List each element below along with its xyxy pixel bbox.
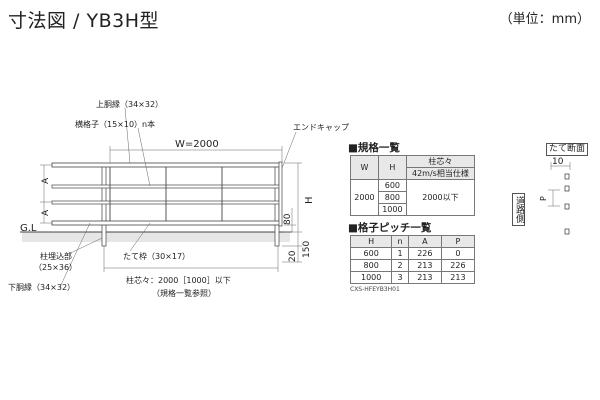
- label-80: 80: [283, 213, 293, 225]
- spec-h-value: 600: [377, 179, 407, 192]
- ground-fill: [22, 232, 290, 242]
- spec-post-value: 2000以下: [405, 179, 476, 216]
- section-rail-2: [564, 185, 570, 192]
- section-rail-1: [564, 173, 570, 180]
- label-top-rail: 上胴縁（34×32）: [96, 99, 163, 109]
- section-p: P: [539, 196, 548, 201]
- label-h: H: [304, 196, 315, 204]
- pitch-title: ■格子ピッチ一覧: [348, 222, 432, 234]
- label-vertical-frame: たて枠（30×17）: [123, 251, 190, 261]
- section-rail-4: [564, 228, 570, 235]
- post-right: [274, 163, 280, 247]
- label-gl: G.L: [20, 223, 37, 234]
- label-20: 20: [288, 250, 298, 262]
- post-left: [101, 163, 107, 247]
- pitch-header: A: [407, 235, 442, 248]
- label-bottom-rail: 下胴縁（34×32）: [8, 282, 75, 292]
- spec-table: W H 柱芯々 42m/s相当仕様 2000 600 2000以下 800 10…: [350, 155, 476, 216]
- pitch-header: H: [349, 235, 393, 248]
- bottom-rail: [51, 220, 281, 226]
- table-row: 1000 3 213 213: [349, 271, 476, 284]
- section-dim-10: 10: [552, 157, 564, 167]
- section-title: たて断面: [546, 143, 589, 156]
- label-post-buried-size: （25×36）: [34, 263, 77, 272]
- road-side-label: 道路側: [512, 193, 525, 226]
- label-width: W=2000: [175, 139, 219, 150]
- label-pitch-note: （規格一覧参照）: [152, 288, 216, 298]
- table-row: 800 2 213 226: [349, 259, 476, 272]
- pitch-header: n: [391, 235, 409, 248]
- spec-col-post: 柱芯々: [405, 155, 476, 168]
- table-row: 600 1 226 0: [349, 247, 476, 260]
- pitch-header: P: [440, 235, 476, 248]
- top-rail: [51, 162, 281, 168]
- spec-col-post-sub: 42m/s相当仕様: [405, 167, 476, 180]
- label-end-cap: エンドキャップ: [293, 123, 349, 132]
- spec-col-w: W: [350, 155, 379, 180]
- label-a1: A: [41, 177, 51, 184]
- end-cap: [278, 161, 283, 227]
- spec-h-value: 1000: [377, 203, 407, 216]
- page-title: 寸法図 / YB3H型: [8, 10, 159, 32]
- drawing-code: CXS-HFEYB3H01: [350, 286, 400, 293]
- pitch-table: H n A P 600 1 226 0 800 2 213 226 1000 3…: [349, 235, 476, 284]
- section-rail-3: [564, 203, 570, 210]
- label-150: 150: [302, 241, 312, 258]
- unit-label: （単位：mm）: [499, 12, 590, 27]
- spec-col-h: H: [377, 155, 407, 180]
- label-a2: A: [41, 209, 51, 216]
- label-pitch: 柱芯々：2000［1000］以下: [126, 275, 231, 285]
- label-lattice: 横格子（15×10）n本: [75, 119, 155, 129]
- spec-w-value: 2000: [350, 179, 379, 216]
- spec-title: ■規格一覧: [348, 142, 400, 154]
- label-post-buried: 柱埋込部: [40, 251, 72, 261]
- spec-h-value: 800: [377, 191, 407, 204]
